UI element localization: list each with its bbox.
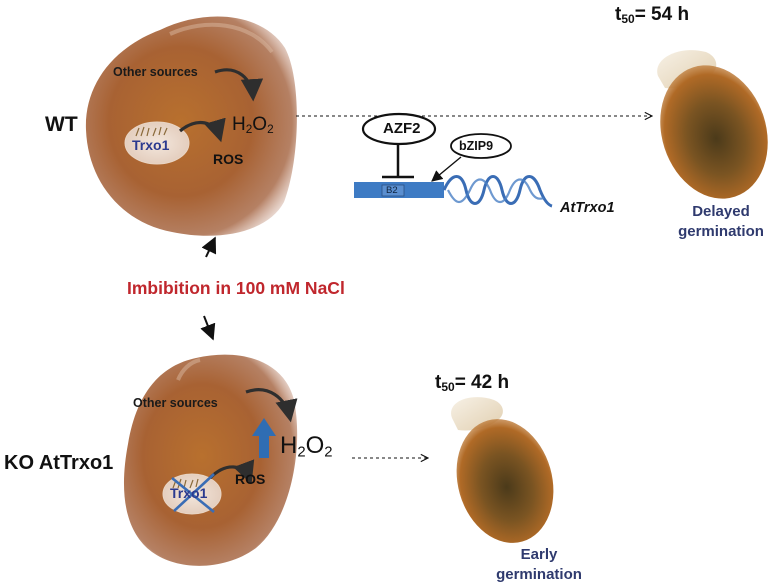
- azf2-label: AZF2: [383, 120, 421, 137]
- treatment-down-arrow: [200, 315, 216, 341]
- ko-other-sources-arrow: [245, 388, 298, 423]
- wt-germinated-seed: [657, 50, 768, 199]
- wt-other-sources-label: Other sources: [113, 65, 198, 79]
- bzip9-label: bZIP9: [459, 139, 494, 153]
- wt-ros-label: ROS: [213, 151, 244, 167]
- bzip9-activation-arrow: [431, 156, 462, 182]
- ko-other-sources-label: Other sources: [133, 396, 218, 410]
- wt-trxo1-ros-arrow: [178, 117, 226, 143]
- h2o2-increase-arrow-icon: [252, 418, 276, 458]
- wt-trxo1-label: Trxo1: [132, 137, 170, 153]
- treatment-label: Imbibition in 100 mM NaCl: [127, 278, 345, 298]
- ko-t50-label: t50= 42 h: [435, 372, 510, 394]
- ko-ros-label: ROS: [235, 471, 266, 487]
- ko-seed: [123, 354, 298, 566]
- ko-trxo1-label: Trxo1: [170, 485, 208, 501]
- gene-label: AtTrxo1: [560, 200, 615, 216]
- ko-genotype-label: KO AtTrxo1: [4, 452, 114, 474]
- treatment-up-arrow: [201, 236, 217, 258]
- ko-germinated-seed: [451, 397, 554, 543]
- ko-h2o2-label: H2O2: [280, 432, 333, 461]
- regulation-module: [354, 112, 553, 208]
- b2-label: B2: [386, 185, 398, 196]
- azf2-oval: [361, 112, 437, 146]
- wt-seed: [85, 16, 297, 236]
- bzip9-oval: [450, 133, 512, 159]
- wt-trxo1-blob: [124, 121, 190, 165]
- wt-t50-label: t50= 54 h: [615, 4, 690, 26]
- b2-element-box: [381, 184, 405, 197]
- wt-genotype-label: WT: [45, 113, 78, 136]
- ko-knockout-cross: [171, 473, 215, 514]
- wt-h2o2-label: H2O2: [232, 114, 274, 136]
- dna-strand: [442, 175, 553, 208]
- wt-other-sources-arrow: [214, 68, 264, 102]
